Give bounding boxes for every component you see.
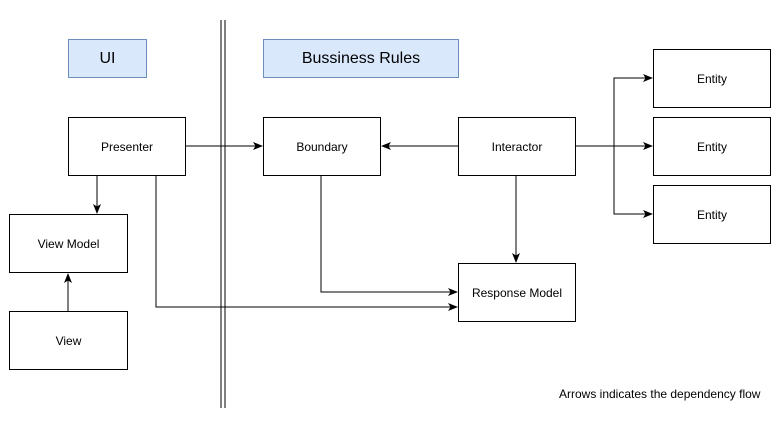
dependency-flow-note: Arrows indicates the dependency flow (559, 387, 761, 401)
arrow-presenter-to-response-model (155, 176, 458, 311)
arrow-interactor-to-entity-1 (613, 74, 653, 146)
entity-node-2: Entity (653, 117, 771, 176)
boundary-node: Boundary (263, 117, 381, 176)
interactor-node: Interactor (458, 117, 576, 176)
entity-node-1: Entity (653, 49, 771, 108)
arrow-interactor-to-entity-3 (613, 146, 653, 218)
business-rules-layer-header: Bussiness Rules (263, 39, 459, 78)
view-node: View (9, 311, 128, 370)
entity-node-3: Entity (653, 185, 771, 244)
response-model-node: Response Model (458, 263, 576, 322)
view-model-node: View Model (9, 214, 128, 273)
presenter-node: Presenter (68, 117, 186, 176)
ui-layer-header: UI (68, 39, 147, 78)
arrow-boundary-to-response-model (320, 176, 458, 296)
